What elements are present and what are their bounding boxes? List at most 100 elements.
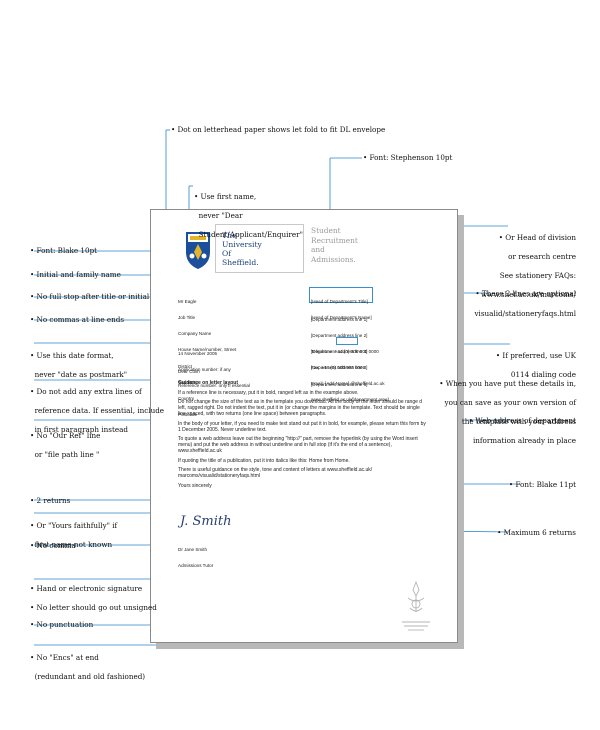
note-text: you can save as your own version of xyxy=(444,397,576,407)
note-text: (redundant and old fashioned) xyxy=(34,671,146,681)
note-text: 2 returns xyxy=(36,496,71,505)
recipient-line: District xyxy=(178,363,193,369)
recipient-address: Mr Eagle Job Title Company Name House Na… xyxy=(178,288,236,423)
dept-address-line: [Department address line 2] xyxy=(311,333,368,339)
note-text: Font: Blake 10pt xyxy=(36,246,98,255)
note-our-ref: • No "Our Ref" line or "file path line " xyxy=(30,430,101,459)
note-text: Use this date format, xyxy=(36,350,114,360)
dept-line-1: Student xyxy=(311,226,341,235)
univ-line-1: The xyxy=(222,231,237,240)
note-uk-dialing: • If preferred, use UK 0114 dialing code xyxy=(495,350,576,379)
signer-name: Dr Jane Smith xyxy=(178,546,208,552)
note-text: Or "Yours faithfully" if xyxy=(36,520,118,530)
recipient-line: Country xyxy=(178,396,195,402)
note-font-stephenson: • Font: Stephenson 10pt xyxy=(363,153,453,162)
note-text: No "Encs" at end xyxy=(36,652,99,662)
note-first-name: • Use first name, never "Dear Student/Ap… xyxy=(194,191,303,239)
note-text: Font: Blake 11pt xyxy=(515,480,576,489)
recipient-line: Company Name xyxy=(178,331,212,337)
note-text: No commas at line ends xyxy=(36,315,125,324)
dept-address-line: [Department address line 5] xyxy=(311,381,368,387)
head-line: [Head of Department's Title] xyxy=(311,298,368,304)
university-crest-icon xyxy=(186,232,210,269)
univ-line-2: University xyxy=(222,240,262,249)
paragraph: To quote a web address leave out the beg… xyxy=(178,436,418,454)
note-text: never "date as postmark" xyxy=(34,369,128,379)
note-text: first name not known xyxy=(34,539,113,549)
email-line: Email: [Add Name] @sheffield.ac.uk xyxy=(311,381,385,387)
note-text: visualid/stationeryfaqs.html xyxy=(474,308,577,318)
dept-line-3: and xyxy=(311,245,325,254)
note-own-version: • When you have put these details in, yo… xyxy=(439,378,576,445)
note-text: Use first name, xyxy=(200,191,257,201)
signer-title: Admissions Tutor xyxy=(178,563,214,569)
note-text: If preferred, use UK xyxy=(502,350,576,360)
note-text: No punctuation xyxy=(36,620,94,629)
dept-line-4: Admissions. xyxy=(311,254,356,264)
note-hand-signature: • Hand or electronic signature • No lett… xyxy=(30,583,157,612)
note-text: No "Our Ref" line xyxy=(36,430,101,440)
note-text: See stationery FAQs: xyxy=(499,270,576,280)
note-font-stephenson-text: Font: Stephenson 10pt xyxy=(369,153,453,162)
note-head-division: • Or Head of division or research centre… xyxy=(474,232,577,318)
paragraph: If quoting the title of a publication, p… xyxy=(178,457,350,464)
department-name: Student Recruitment and Admissions. xyxy=(311,226,358,264)
paragraph: If a reference line is necessary, put it… xyxy=(178,389,359,396)
paragraph: Do not change the size of the text as in… xyxy=(178,399,423,417)
note-initial-family: • Initial and family name xyxy=(30,270,121,279)
recipient-line: Mr Eagle xyxy=(178,298,197,304)
note-text: Initial and family name xyxy=(36,270,121,279)
note-text: the template with your address xyxy=(461,416,576,426)
letter-body: Guidance on letter layout If a reference… xyxy=(178,380,426,492)
note-text: No letter should go out unsigned xyxy=(36,602,157,612)
web-line: www.sheffield.ac.uk/[department area] xyxy=(311,397,389,403)
telephone-line: Telephone: +44 (0) 000 000 0000 xyxy=(311,348,379,354)
head-line: [Head of Department's Name] xyxy=(311,315,372,321)
dept-address-line: [Department address line 3] xyxy=(311,349,368,355)
note-two-returns: • 2 returns xyxy=(30,496,71,505)
reference-number: Reference number: only if essential xyxy=(178,383,251,389)
letter-paper xyxy=(150,209,458,643)
paragraph: There is useful guidance on the style, t… xyxy=(178,467,373,479)
note-text: 0114 dialing code xyxy=(510,369,576,379)
letter-subject: Guidance on letter layout xyxy=(178,380,239,386)
dept-line-2: Recruitment xyxy=(311,235,358,245)
signature: J. Smith xyxy=(180,514,232,529)
note-max-returns: • Maximum 6 returns xyxy=(497,528,576,537)
note-lines-optional: • These 2 lines are optional xyxy=(475,289,576,298)
note-text: Web address of department xyxy=(475,416,576,425)
recipient-line: Town/City xyxy=(178,379,198,385)
note-fold: • Dot on letterhead paper shows let fold… xyxy=(171,125,386,134)
fax-line: Fax: +44 (0) 000 000 0000 xyxy=(311,365,366,371)
dept-address-line: [Department address line 4] xyxy=(311,365,368,371)
letter-date: 14 November 2005 xyxy=(178,350,218,356)
signer-block: Dr Jane Smith Admissions Tutor xyxy=(178,536,213,574)
note-text: reference data. If essential, include xyxy=(34,405,165,415)
note-text: No full stop after title or initial xyxy=(36,292,150,301)
note-text: or "file path line " xyxy=(34,449,100,459)
note-font-blake-11: • Font: Blake 11pt xyxy=(508,480,576,489)
note-text: No comma xyxy=(36,541,76,550)
salutation: Dear Colin xyxy=(178,369,200,374)
note-no-commas: • No commas at line ends xyxy=(30,315,125,324)
univ-line-4: Sheffield. xyxy=(222,258,259,267)
note-text: never "Dear xyxy=(198,210,243,220)
note-fold-text: Dot on letterhead paper shows let fold t… xyxy=(177,125,386,134)
recipient-line: Job Title xyxy=(178,315,196,321)
note-text: Do not add any extra lines of xyxy=(36,386,142,396)
note-no-punctuation: • No punctuation xyxy=(30,620,94,629)
note-no-extra-lines: • Do not add any extra lines of referenc… xyxy=(30,386,165,434)
note-font-blake-10: • Font: Blake 10pt xyxy=(30,246,98,255)
note-no-full-stop: • No full stop after title or initial xyxy=(30,292,150,301)
queens-award-icon xyxy=(402,580,430,631)
note-web-dept: • Web address of department xyxy=(468,416,576,425)
note-text: Hand or electronic signature xyxy=(36,583,143,593)
note-text: These 2 lines are optional xyxy=(481,289,576,298)
note-text: information already in place xyxy=(472,435,576,445)
recipient-line: Postcode xyxy=(178,412,198,418)
note-text: Student/Applicant/Enquirer" xyxy=(198,229,303,239)
note-text: When you have put these details in, xyxy=(445,378,576,388)
paragraph: In the body of your letter, if you need … xyxy=(178,420,426,433)
note-date-format: • Use this date format, never "date as p… xyxy=(30,350,128,379)
closing: Yours sincerely xyxy=(178,482,212,489)
